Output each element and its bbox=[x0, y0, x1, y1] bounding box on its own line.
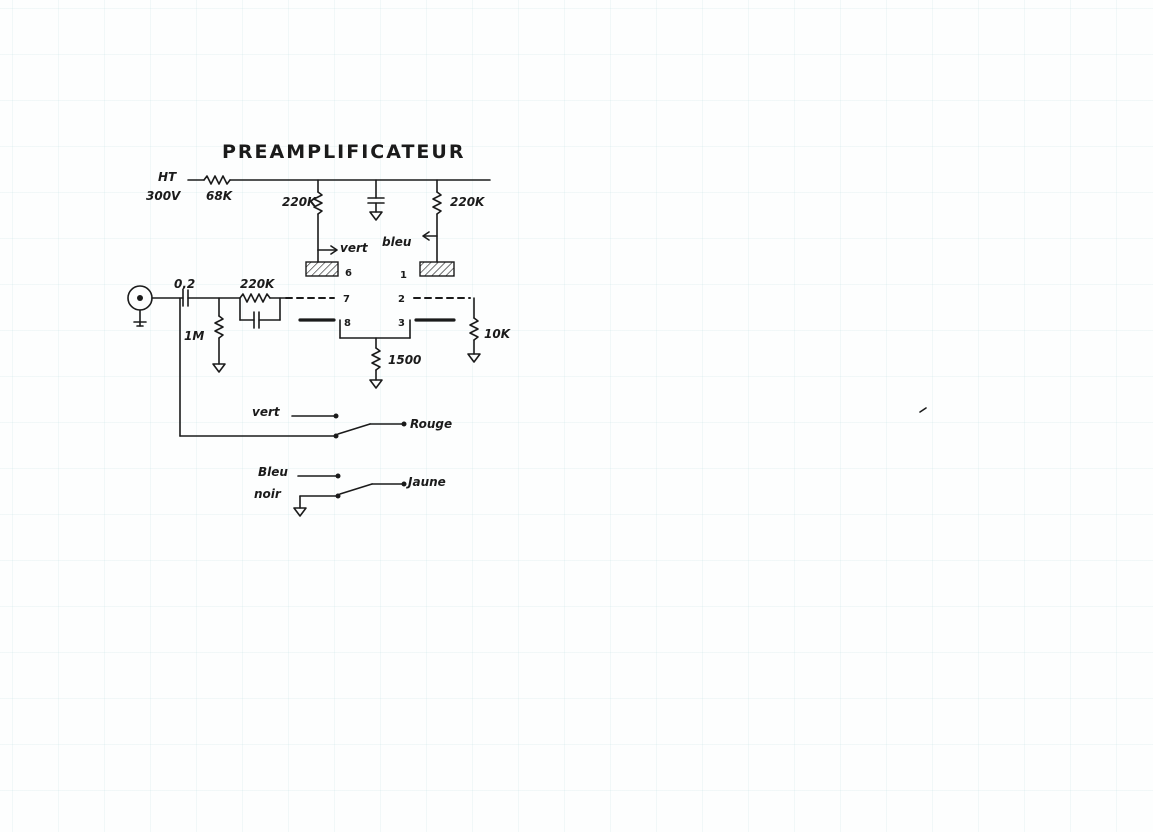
decoupling-capacitor bbox=[367, 179, 385, 213]
ht-voltage-label: 300V bbox=[146, 189, 182, 203]
cathode-bus bbox=[339, 319, 411, 389]
pin-3-label: 3 bbox=[398, 318, 405, 329]
right-plate-resistor-label: 220K bbox=[450, 195, 486, 209]
pin-2-label: 2 bbox=[398, 294, 405, 305]
series-rc-network bbox=[239, 293, 287, 329]
input-wiring bbox=[151, 289, 241, 437]
pin-7-label: 7 bbox=[343, 294, 350, 305]
left-plate-electrode bbox=[305, 261, 339, 277]
left-plate-wire-label: vert bbox=[340, 241, 369, 255]
input-capacitor-label: 0,2 bbox=[174, 277, 195, 291]
input-jack-icon bbox=[127, 285, 153, 327]
right-grid-resistor bbox=[467, 297, 481, 363]
pin-1-label: 1 bbox=[400, 270, 407, 281]
pin-8-label: 8 bbox=[344, 318, 351, 329]
switch-bottom-ground-label: noir bbox=[254, 487, 282, 501]
series-resistor-label: 220K bbox=[240, 277, 276, 291]
switch-top-input-label: vert bbox=[252, 405, 281, 419]
switch-top-common-label: Rouge bbox=[410, 417, 452, 431]
ht-resistor-label: 68K bbox=[206, 189, 234, 203]
right-plate-resistor bbox=[422, 179, 442, 263]
ht-rail bbox=[187, 175, 491, 185]
switch-bottom-input-label: Bleu bbox=[258, 465, 288, 479]
ht-label: HT bbox=[158, 170, 177, 184]
switch-bottom bbox=[293, 473, 407, 517]
switch-top bbox=[179, 413, 407, 439]
grid-resistor-label: 1M bbox=[184, 329, 204, 343]
right-grid-resistor-label: 10K bbox=[484, 327, 512, 341]
pencil-mark bbox=[919, 407, 927, 413]
switch-bottom-common-label: Jaune bbox=[406, 475, 446, 489]
left-plate-resistor-label: 220K bbox=[282, 195, 318, 209]
schematic-title: PREAMPLIFICATEUR bbox=[222, 141, 465, 163]
ground-icon bbox=[369, 211, 383, 221]
pin-6-label: 6 bbox=[345, 268, 352, 279]
right-plate-wire-label: bleu bbox=[382, 235, 412, 249]
cathode-resistor-label: 1500 bbox=[388, 353, 421, 367]
right-plate-electrode bbox=[419, 261, 455, 277]
left-plate-resistor bbox=[313, 179, 338, 263]
